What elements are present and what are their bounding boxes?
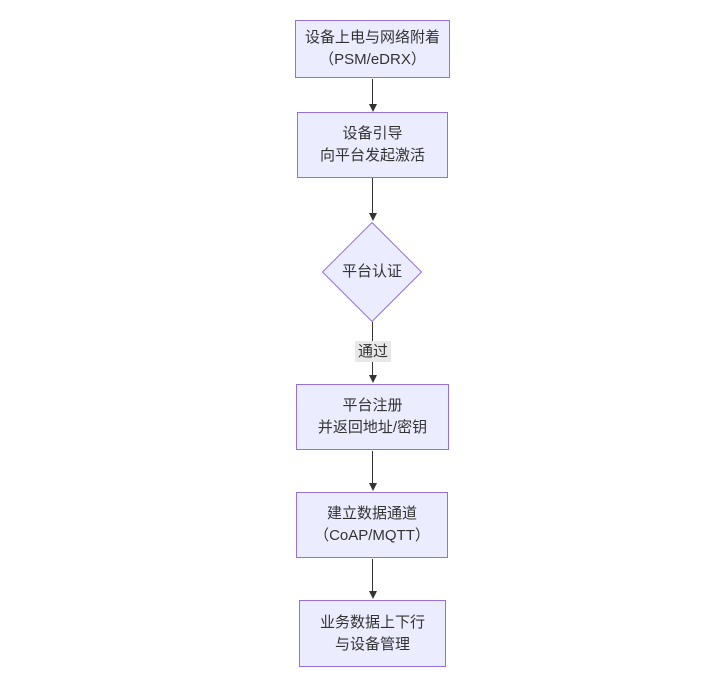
arrowhead-down-icon (368, 375, 377, 383)
edge-channel-to-business (368, 559, 377, 599)
arrow-line (372, 178, 373, 213)
node-data-channel: 建立数据通道 （CoAP/MQTT） (296, 492, 448, 558)
arrow-line (372, 79, 373, 104)
diamond-shape-svg (322, 222, 422, 322)
edge-register-to-channel (368, 451, 377, 491)
node-bootstrap: 设备引导 向平台发起激活 (297, 112, 448, 178)
diamond-shape (322, 222, 422, 322)
node-platform-register-label: 平台注册 并返回地址/密钥 (317, 397, 428, 436)
edge-power-to-bootstrap (368, 79, 377, 112)
node-business-data-label: 业务数据上下行 与设备管理 (319, 613, 425, 653)
arrowhead-down-icon (368, 591, 377, 599)
arrowhead-down-icon (368, 213, 377, 221)
node-platform-register: 平台注册 并返回地址/密钥 (296, 384, 449, 450)
edge-bootstrap-to-auth (368, 178, 377, 221)
node-data-channel-label: 建立数据通道 （CoAP/MQTT） (314, 505, 430, 544)
edge-label-pass: 通过 (354, 341, 392, 362)
node-platform-auth: 平台认证 (322, 222, 422, 322)
node-business-data: 业务数据上下行 与设备管理 (299, 600, 446, 667)
node-power-attach-label: 设备上电与网络附着 （PSM/eDRX） (304, 29, 440, 68)
node-bootstrap-label: 设备引导 向平台发起激活 (319, 125, 425, 164)
arrow-line (372, 559, 373, 591)
arrow-line (372, 451, 373, 483)
node-platform-auth-label: 平台认证 (341, 263, 402, 280)
arrowhead-down-icon (368, 104, 377, 112)
node-power-attach: 设备上电与网络附着 （PSM/eDRX） (295, 20, 450, 78)
arrowhead-down-icon (368, 483, 377, 491)
